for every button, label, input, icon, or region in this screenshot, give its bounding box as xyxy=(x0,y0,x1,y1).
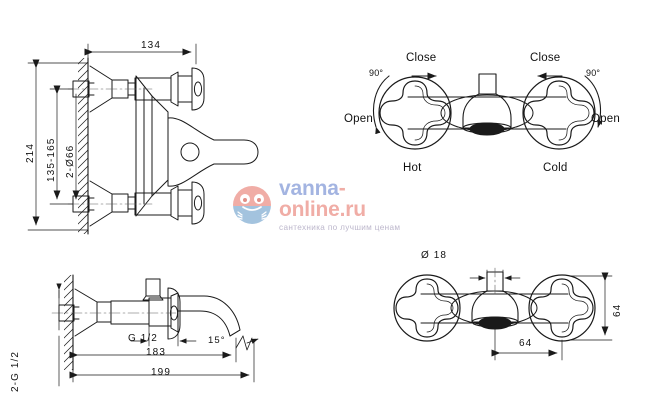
side-spout xyxy=(177,295,241,337)
dim-134 xyxy=(84,43,197,65)
bp-right-disc xyxy=(528,274,596,342)
dim-label-135-165: 135-165 xyxy=(46,137,57,182)
label-hot: Hot xyxy=(403,162,422,174)
dim-label-199: 199 xyxy=(151,367,171,378)
side-escutcheon xyxy=(74,288,112,337)
cold-handle-disc xyxy=(522,76,596,150)
dim-64-vertical xyxy=(569,272,613,341)
dim-label-g12: G 1/2 xyxy=(128,333,158,344)
dim-g12 xyxy=(130,325,197,347)
side-elevation-view xyxy=(51,274,259,387)
wall-section xyxy=(78,57,89,235)
label-open-left: Open xyxy=(344,113,373,125)
bp-outlet-aerator xyxy=(478,316,512,330)
label-cold: Cold xyxy=(543,162,568,174)
dim-label-183: 183 xyxy=(146,347,166,358)
dim-183 xyxy=(69,337,237,363)
dim-label-2-dia66: 2-Ø66 xyxy=(65,144,76,178)
dim-64-horizontal xyxy=(491,327,563,361)
bp-right-cross xyxy=(530,278,594,338)
dim-label-64-vertical: 64 xyxy=(612,303,623,317)
label-close-right: Close xyxy=(530,52,561,64)
front-centerlines xyxy=(67,88,153,205)
dim-label-214: 214 xyxy=(25,143,36,163)
mixer-center-body xyxy=(135,75,169,217)
lower-escutcheon xyxy=(89,180,136,227)
bp-left-disc xyxy=(393,274,461,342)
dim-135-165 xyxy=(49,85,74,205)
label-open-right: Open xyxy=(591,113,620,125)
bp-left-cross xyxy=(395,278,459,338)
cold-rotation-arc xyxy=(537,72,603,128)
label-close-left: Close xyxy=(406,52,437,64)
dim-label-dia18: Ø 18 xyxy=(421,250,448,261)
hot-handle-disc xyxy=(378,76,452,150)
hot-rotation-arc xyxy=(372,72,437,135)
dim-label-134: 134 xyxy=(141,40,161,51)
dim-label-64-horizontal: 64 xyxy=(519,338,533,349)
upper-cross-handle xyxy=(191,67,205,111)
dim-199 xyxy=(69,339,255,383)
dim-214 xyxy=(27,59,89,231)
dim-label-15deg: 15° xyxy=(208,335,226,346)
operation-plan-view xyxy=(372,72,603,150)
dim-label-2g12: 2-G 1/2 xyxy=(10,350,21,392)
label-angle-left: 90° xyxy=(369,68,384,78)
hot-cross-handle xyxy=(379,80,451,146)
label-angle-right: 90° xyxy=(586,68,601,78)
dim-15deg-leader xyxy=(235,335,259,351)
front-elevation-view xyxy=(27,43,259,235)
side-handle-stem xyxy=(142,278,164,301)
dim-dia18 xyxy=(469,269,521,287)
lower-cross-handle xyxy=(191,181,205,225)
spout-lever-front xyxy=(167,117,259,187)
outlet-aerator-top xyxy=(469,122,505,136)
bottom-plan-view xyxy=(393,267,613,361)
cold-cross-handle xyxy=(523,80,595,146)
